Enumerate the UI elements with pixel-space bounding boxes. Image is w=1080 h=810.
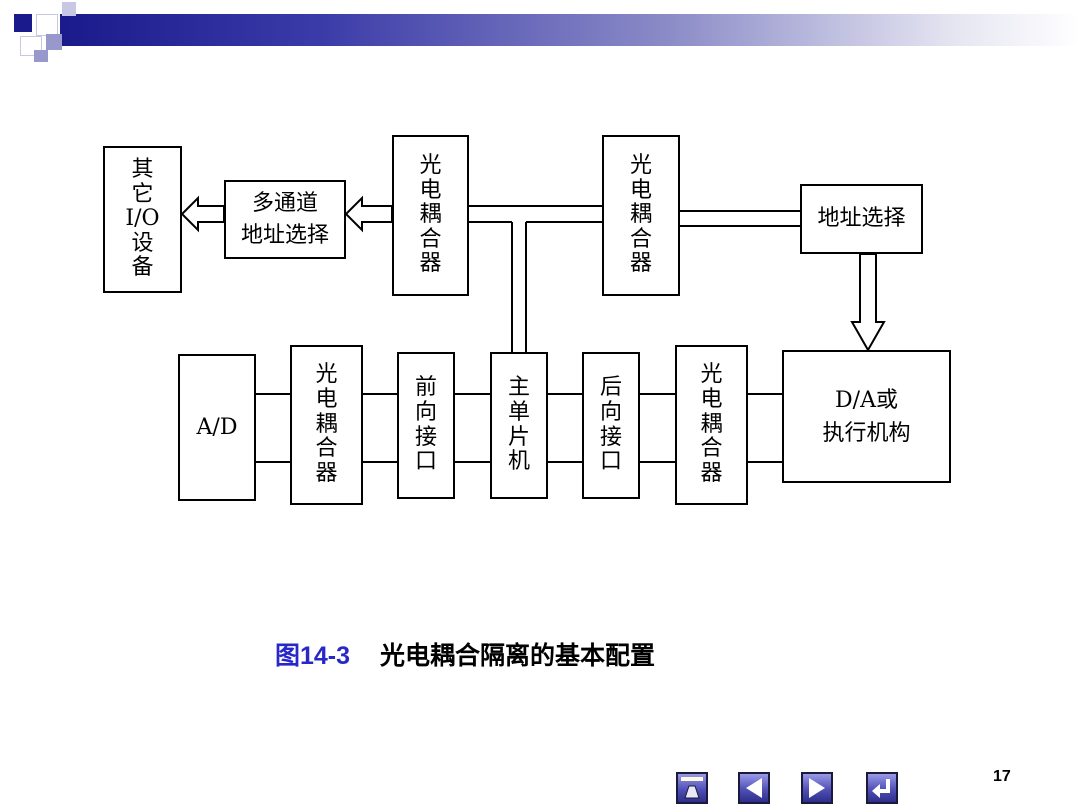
box-label: 耦 xyxy=(419,202,442,228)
box-label: 执行机构 xyxy=(822,420,911,446)
box-label: 单 xyxy=(507,399,530,425)
box-label: 设 xyxy=(131,230,154,256)
next-button[interactable] xyxy=(801,772,833,804)
box-label: 器 xyxy=(419,251,442,277)
page-number: 17 xyxy=(993,768,1011,785)
front-interface-box: 前 向 接 口 xyxy=(397,352,455,499)
previous-button[interactable] xyxy=(738,772,770,804)
box-label: 其 xyxy=(131,156,154,182)
decor-square xyxy=(62,2,76,16)
return-icon xyxy=(872,779,890,798)
other-io-device-box: 其 它 I/O 设 备 xyxy=(103,146,182,293)
home-icon xyxy=(681,777,703,799)
da-actuator-box: D/A或 执行机构 xyxy=(782,350,951,483)
figure-number: 图14-3 xyxy=(275,642,351,670)
box-label: I/O xyxy=(125,206,160,232)
box-label: 地址选择 xyxy=(817,206,906,232)
box-label: 片 xyxy=(507,424,530,450)
box-label: 合 xyxy=(315,436,338,462)
return-button[interactable] xyxy=(866,772,898,804)
title-bar-decoration xyxy=(60,14,1080,46)
box-label: 光 xyxy=(700,362,723,388)
box-label: 地址选择 xyxy=(240,222,329,248)
box-label: 器 xyxy=(700,460,723,486)
box-label: 口 xyxy=(599,449,622,475)
multichannel-address-select-box: 多通道 地址选择 xyxy=(224,180,346,259)
box-label: 它 xyxy=(131,181,154,207)
box-label: 后 xyxy=(599,375,622,401)
figure-caption: 图14-3 光电耦合隔离的基本配置 xyxy=(275,636,655,672)
box-label: 器 xyxy=(629,251,652,277)
address-select-box: 地址选择 xyxy=(800,184,923,254)
box-label: 器 xyxy=(315,460,338,486)
decor-square xyxy=(34,50,48,62)
optocoupler-box-1: 光 电 耦 合 器 xyxy=(392,135,469,296)
box-label: 光 xyxy=(629,152,652,178)
box-label: 主 xyxy=(507,375,530,401)
optocoupler-box-2: 光 电 耦 合 器 xyxy=(602,135,680,296)
figure-title: 光电耦合隔离的基本配置 xyxy=(380,641,656,670)
box-label: 电 xyxy=(315,387,338,413)
ad-converter-box: A/D xyxy=(178,354,256,501)
next-icon xyxy=(809,778,825,798)
box-label: D/A或 xyxy=(835,387,898,413)
optocoupler-box-3: 光 电 耦 合 器 xyxy=(290,345,363,505)
box-label: 电 xyxy=(629,177,652,203)
decor-square xyxy=(14,14,32,32)
box-label: 耦 xyxy=(315,411,338,437)
prev-icon xyxy=(746,778,762,798)
optocoupler-box-4: 光 电 耦 合 器 xyxy=(675,345,748,505)
box-label: 电 xyxy=(700,387,723,413)
box-label: 向 xyxy=(414,399,437,425)
box-label: 耦 xyxy=(700,411,723,437)
box-label: 前 xyxy=(414,375,437,401)
box-label: 备 xyxy=(131,255,154,281)
main-mcu-box: 主 单 片 机 xyxy=(490,352,548,499)
box-label: 机 xyxy=(507,449,530,475)
decor-square xyxy=(46,34,62,50)
box-label: 接 xyxy=(599,424,622,450)
box-label: 合 xyxy=(629,226,652,252)
box-label: 接 xyxy=(414,424,437,450)
rear-interface-box: 后 向 接 口 xyxy=(582,352,640,499)
box-label: 合 xyxy=(419,226,442,252)
home-button[interactable] xyxy=(676,772,708,804)
box-label: 多通道 xyxy=(251,190,318,216)
box-label: 向 xyxy=(599,399,622,425)
box-label: 光 xyxy=(315,362,338,388)
box-label: 耦 xyxy=(629,202,652,228)
box-label: 口 xyxy=(414,449,437,475)
box-label: 光 xyxy=(419,152,442,178)
box-label: A/D xyxy=(196,414,238,440)
box-label: 合 xyxy=(700,436,723,462)
box-label: 电 xyxy=(419,177,442,203)
